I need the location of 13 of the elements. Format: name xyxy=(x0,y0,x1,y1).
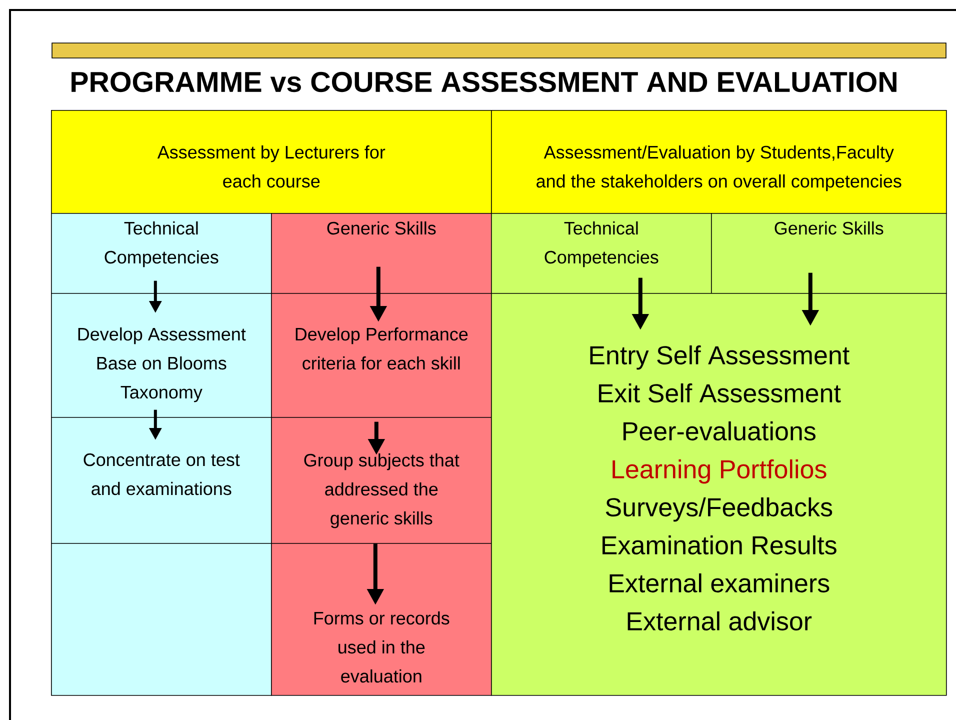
table-cell: Group subjects that addressed the generic skills xyxy=(271,417,492,544)
table-cell: Generic Skills xyxy=(271,213,492,294)
table-cell: Generic Skills xyxy=(711,213,947,294)
table-cell: Develop Performance criteria for each skill xyxy=(271,293,492,418)
table-cell xyxy=(51,543,272,696)
header-cell: Assessment by Lecturers for each course xyxy=(51,110,492,214)
table-cell: Forms or records used in the evaluation xyxy=(271,543,492,696)
table-cell: Develop Assessment Base on Blooms Taxonomy xyxy=(51,293,272,418)
header-cell: Assessment/Evaluation by Students,Faculty and the stakeholders on overall competencies xyxy=(491,110,947,214)
table-cell: Technical Competencies xyxy=(51,213,272,294)
table-cell: Concentrate on test and examinations xyxy=(51,417,272,544)
title: PROGRAMME vs COURSE ASSESSMENT AND EVALUATION xyxy=(72,72,896,92)
table-cell: Technical Competencies xyxy=(491,213,712,294)
